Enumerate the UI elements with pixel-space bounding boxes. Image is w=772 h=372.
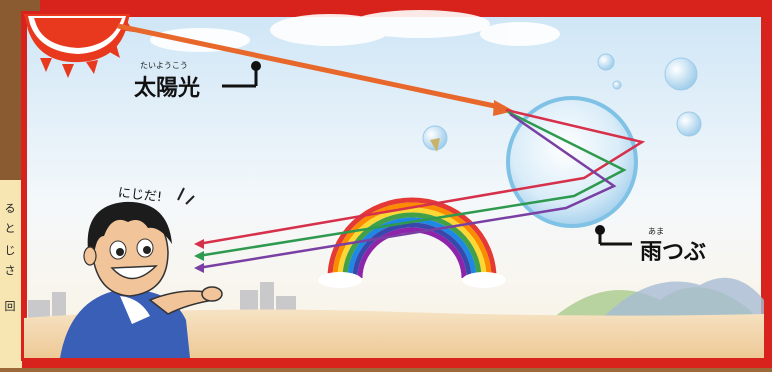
sunlight-label: 太陽光 — [134, 70, 200, 102]
side-char: 回 — [4, 300, 16, 313]
small-droplet — [613, 81, 621, 89]
small-droplet — [665, 58, 697, 90]
small-droplet — [677, 112, 701, 136]
sunlight-leader-dot — [251, 61, 261, 71]
side-char: じ — [4, 244, 16, 257]
side-char: さ — [4, 264, 16, 277]
raindrop-circle — [508, 98, 636, 226]
small-droplet — [598, 54, 614, 70]
side-char: と — [4, 222, 16, 235]
raindrop-label: 雨つぶ — [640, 234, 706, 266]
boy-hand — [202, 287, 222, 301]
raindrop-leader-dot — [595, 225, 605, 235]
side-char: る — [4, 202, 16, 215]
